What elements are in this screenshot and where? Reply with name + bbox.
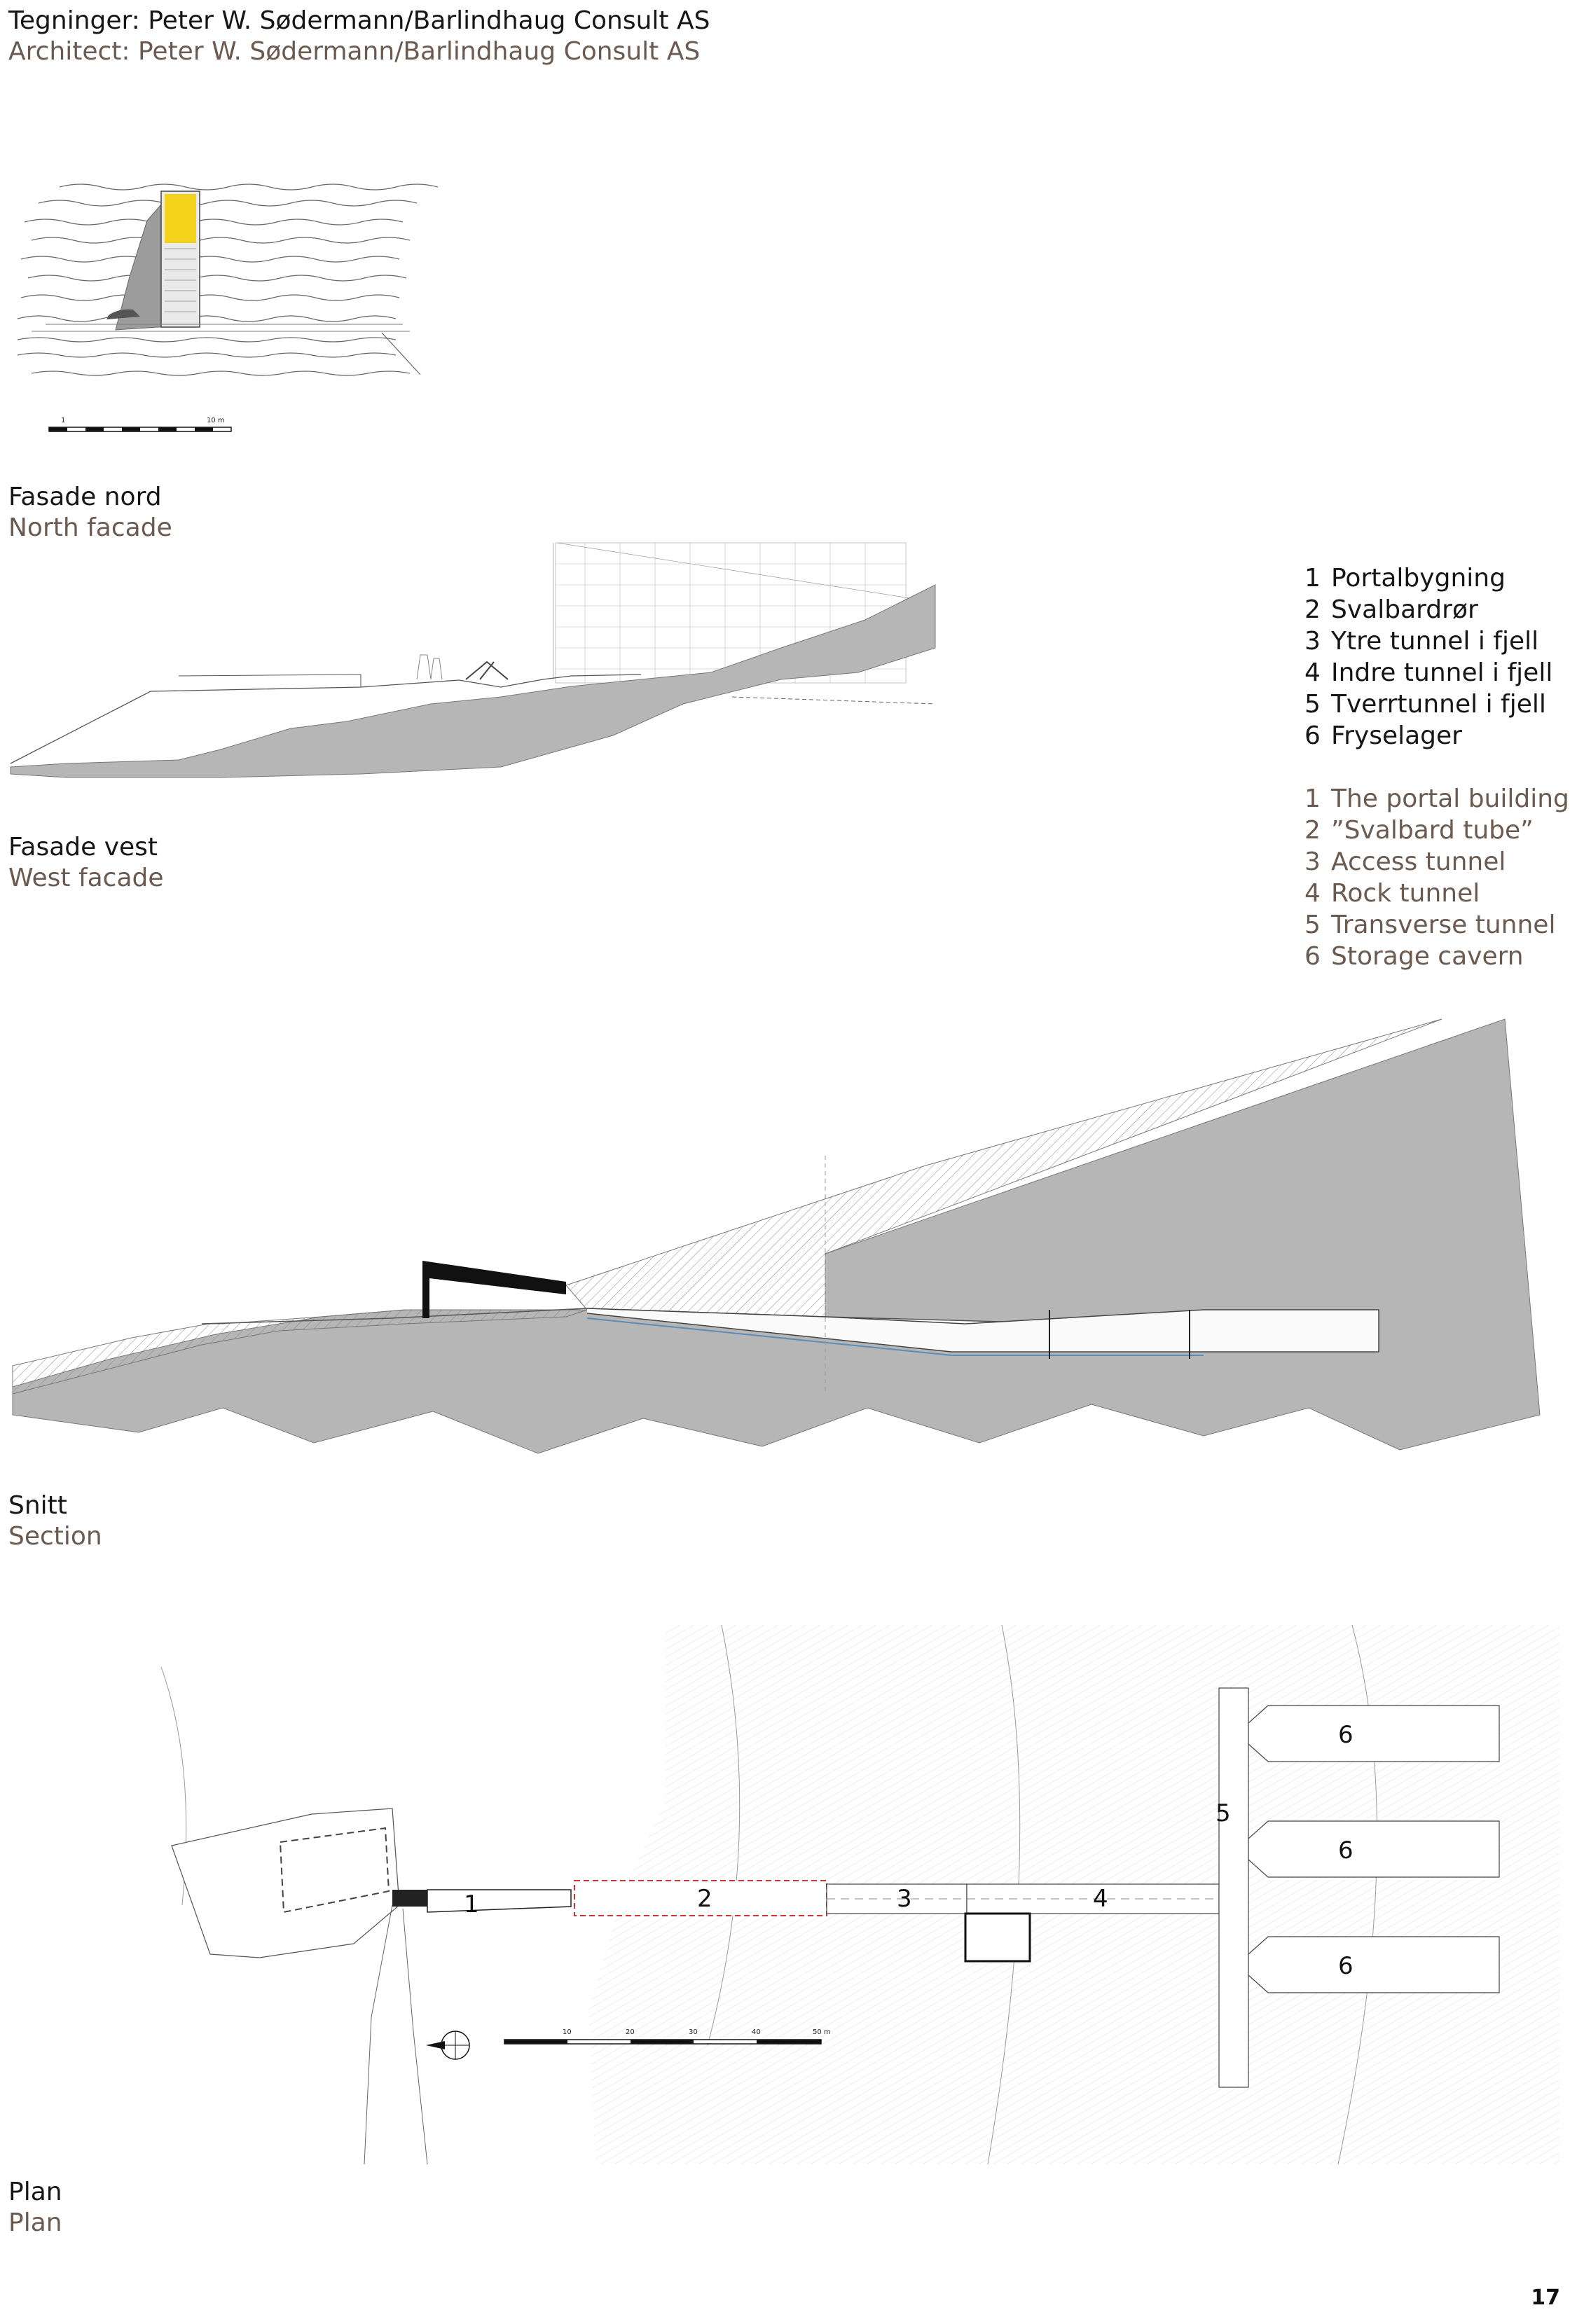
plan-transverse-tunnel (1218, 1687, 1249, 2088)
west-facade-title-no: Fasade vest (8, 833, 158, 862)
plan-scale-tick: 50 m (813, 2028, 831, 2036)
plan-title-no: Plan (8, 2178, 62, 2206)
west-rock-mass (10, 584, 936, 778)
section-title-en: Section (8, 1522, 102, 1551)
plan-label-6c: 6 (1338, 1952, 1354, 1980)
plan-drawing: 1 2 3 4 5 6 6 6 10 20 30 40 50 m (160, 1624, 1559, 2165)
plan-portal-area (171, 1808, 400, 1958)
plan-label-5: 5 (1215, 1799, 1231, 1827)
plan-label-3: 3 (897, 1885, 912, 1913)
plan-cavern (1248, 1936, 1500, 1993)
plan-title-en: Plan (8, 2208, 62, 2237)
credits-english: Architect: Peter W. Sødermann/Barlindhau… (8, 37, 701, 66)
section-title-no: Snitt (8, 1491, 67, 1520)
plan-cavern (1248, 1820, 1500, 1878)
plan-scale-tick: 30 (689, 2028, 698, 2036)
plan-scale-tick: 20 (626, 2028, 635, 2036)
north-facade-title-no: Fasade nord (8, 483, 162, 511)
plan-label-1: 1 (464, 1890, 479, 1918)
car-sketch (106, 309, 140, 319)
west-facade-drawing (10, 542, 936, 778)
plan-scale-tick: 40 (752, 2028, 761, 2036)
north-scale-end: 10 m (207, 417, 225, 424)
plan-service-room (964, 1912, 1031, 1963)
plan-scale-tick: 10 (563, 2028, 572, 2036)
north-scale-start: 1 (61, 417, 65, 424)
credits-norwegian: Tegninger: Peter W. Sødermann/Barlindhau… (8, 6, 710, 35)
north-facade-drawing: 1 10 m (17, 184, 439, 432)
plan-label-6a: 6 (1338, 1721, 1354, 1749)
plan-cavern (1248, 1705, 1500, 1762)
legend-item: 2”Svalbard tube” (1304, 816, 1534, 845)
plan-label-4: 4 (1093, 1885, 1108, 1913)
portal-light-panel (165, 194, 196, 243)
page-number: 17 (1531, 2285, 1560, 2310)
north-facade-title-en: North facade (8, 513, 172, 542)
west-bridge (465, 660, 509, 680)
north-scale-bar: 1 10 m (48, 417, 232, 432)
north-arrow-icon (426, 2031, 470, 2060)
section-drawing (12, 1018, 1541, 1454)
section-tunnel (586, 1308, 1379, 1353)
plan-label-6b: 6 (1338, 1837, 1354, 1865)
section-portal-building (422, 1261, 566, 1318)
plan-scale-bar: 10 20 30 40 50 m (504, 2028, 831, 2045)
plan-label-2: 2 (697, 1885, 712, 1913)
west-facade-title-en: West facade (8, 864, 164, 892)
